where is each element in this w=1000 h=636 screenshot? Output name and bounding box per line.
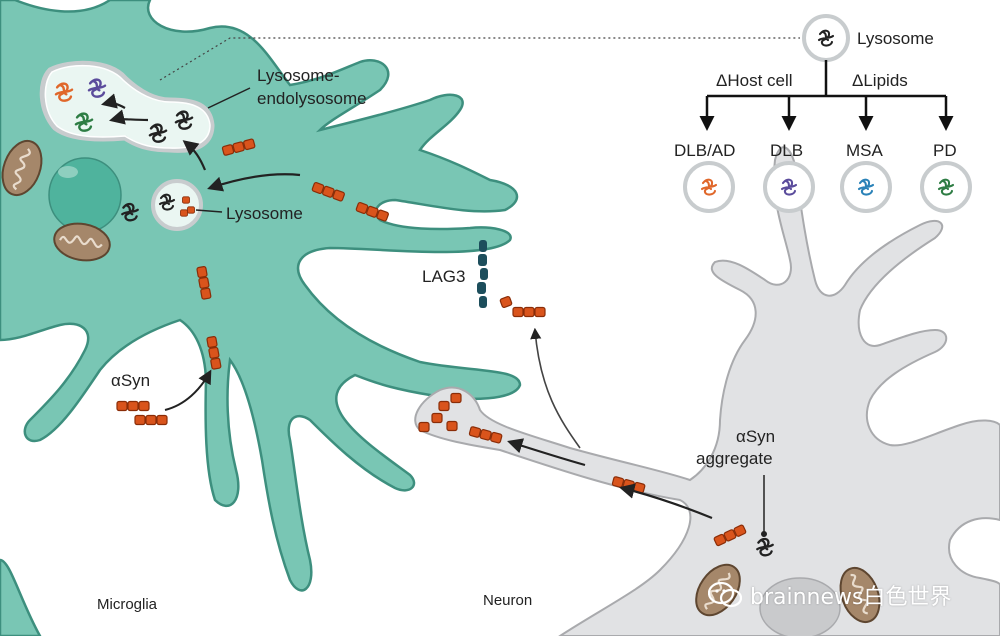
lag3-receptor-icon bbox=[477, 240, 488, 308]
watermark: brainnews白色世界 bbox=[707, 578, 952, 612]
lipids-label: ΔLipids bbox=[852, 71, 908, 90]
microglia-base-process bbox=[0, 558, 42, 636]
lysosome-legend-label: Lysosome bbox=[857, 29, 934, 48]
lysosome-endolysosome-label-2: endolysosome bbox=[257, 89, 367, 108]
asyn-aggregate-label-1: αSyn bbox=[736, 427, 776, 446]
asyn-label: αSyn bbox=[111, 371, 151, 390]
neuron-label: Neuron bbox=[483, 592, 533, 609]
asyn-aggregate-label-2: aggregate bbox=[696, 449, 773, 468]
lag3-label: LAG3 bbox=[422, 267, 466, 286]
wechat-icon bbox=[707, 581, 743, 609]
msa-label: MSA bbox=[846, 141, 883, 160]
lysosome-inner-label: Lysosome bbox=[226, 204, 303, 223]
microglia-cell bbox=[0, 0, 522, 592]
lysosome-legend bbox=[683, 14, 972, 213]
pd-label: PD bbox=[933, 141, 957, 160]
lysosome-endolysosome bbox=[39, 60, 215, 153]
watermark-text: brainnews白色世界 bbox=[750, 585, 952, 610]
neuron-nucleus bbox=[759, 577, 841, 636]
host-cell-label: ΔHost cell bbox=[716, 71, 793, 90]
lysosome-inner bbox=[151, 179, 203, 231]
lysosome-endolysosome-label-1: Lysosome- bbox=[257, 66, 340, 85]
microglia-label: Microglia bbox=[97, 596, 158, 613]
dlb-label: DLB bbox=[770, 141, 804, 160]
dlb-ad-label: DLB/AD bbox=[674, 141, 736, 160]
